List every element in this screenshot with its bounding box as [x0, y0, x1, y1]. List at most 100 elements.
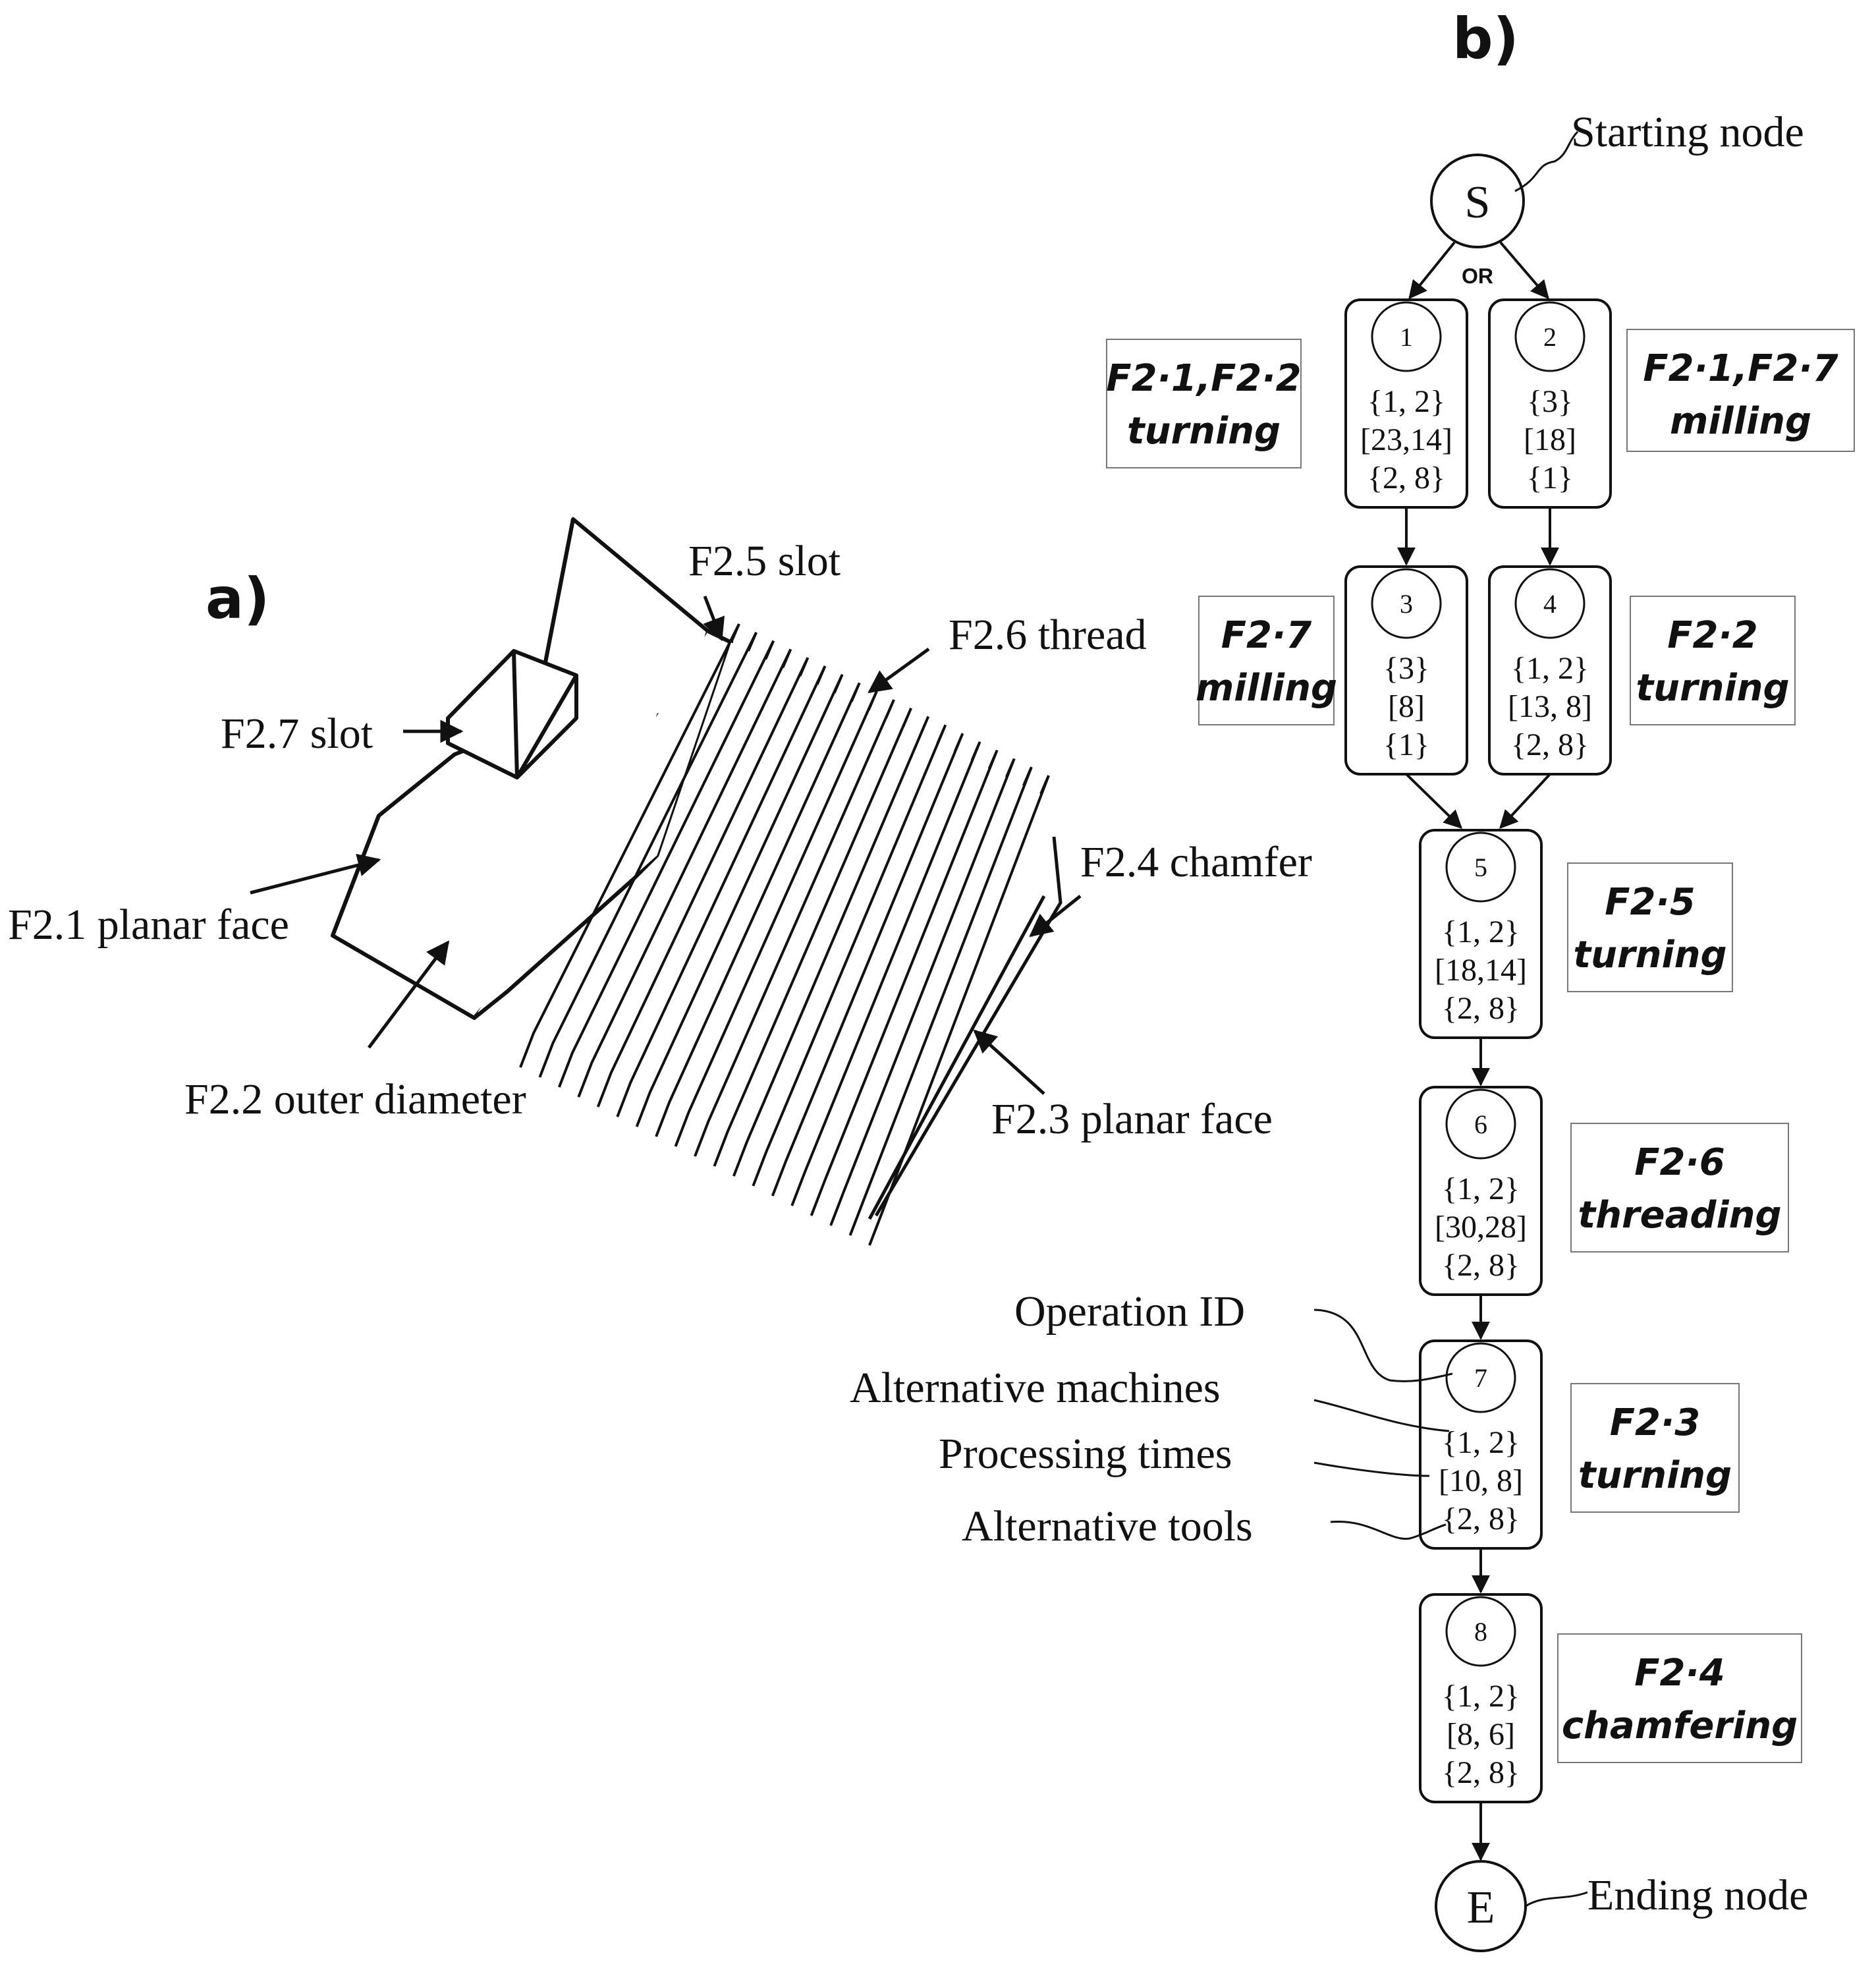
operation-features: F2·4: [1634, 1652, 1724, 1695]
operation-features: F2·7: [1221, 614, 1311, 657]
callout-f26: F2.6 thread: [949, 611, 1147, 659]
operation-machines: {1, 2}: [1442, 1171, 1520, 1206]
operation-machines: {1, 2}: [1442, 1679, 1520, 1714]
edge-s-1: [1408, 241, 1456, 300]
operation-name: turning: [1127, 410, 1281, 453]
thread-crest: [771, 733, 964, 1197]
thread-crest: [790, 741, 981, 1206]
operation-times: [18,14]: [1435, 953, 1527, 988]
thread-crests: [519, 623, 1050, 1246]
end-symbol: E: [1467, 1882, 1495, 1933]
legend-leaders: [1313, 1309, 1453, 1540]
operation-id-circle: [1445, 831, 1516, 903]
operation-name: threading: [1578, 1194, 1781, 1237]
operation-name: turning: [1636, 667, 1789, 710]
or-label: OR: [1462, 264, 1493, 288]
operation-id-circle: [1514, 568, 1586, 639]
operation-tools: {2, 8}: [1367, 461, 1445, 495]
thread-crest: [655, 682, 861, 1137]
operation-id-circle: [1445, 1596, 1516, 1667]
operation-features: F2·5: [1605, 881, 1695, 924]
thread-crest: [713, 707, 912, 1167]
operation-id-circle: [1371, 301, 1442, 372]
panel-b: b) S Starting node OR 1{1, 2}[23,14]{2, …: [850, 6, 1855, 1952]
operation-machines: {3}: [1527, 384, 1573, 419]
callout-f27: F2.7 slot: [221, 710, 373, 758]
operation-machines: {1, 2}: [1442, 1425, 1520, 1460]
thread-crest: [596, 657, 810, 1108]
thread-crest: [616, 665, 827, 1117]
operation-tools: {2, 8}: [1511, 727, 1589, 762]
thread-crest: [635, 673, 844, 1127]
end-caption: Ending node: [1587, 1871, 1808, 1919]
operation-node-3: 3 {3}[8]{1}: [1344, 565, 1468, 775]
start-node: S: [1430, 154, 1525, 248]
operation-machines: {1, 2}: [1367, 384, 1445, 419]
operation-times: [18]: [1524, 422, 1576, 457]
operation-label-6: F2·6 threading: [1570, 1123, 1789, 1253]
operation-machines: {1, 2}: [1442, 915, 1520, 949]
start-caption: Starting node: [1571, 108, 1804, 156]
operation-id: 4: [1543, 589, 1557, 619]
thread-crest: [829, 758, 1016, 1226]
thread-crest: [868, 775, 1050, 1246]
operation-id-circle: [1371, 568, 1442, 639]
operation-id: 3: [1400, 589, 1413, 619]
callout-f23: F2.3 planar face: [991, 1095, 1273, 1143]
thread-crest: [694, 699, 895, 1157]
operation-id-circle: [1445, 1088, 1516, 1160]
operation-nodes: 1{1, 2}[23,14]{2, 8}F2·1,F2·2turning2{3}…: [1106, 298, 1855, 1803]
edge-s-2: [1499, 241, 1549, 300]
operation-node-6: 6 {1, 2} [30,28]{2, 8}: [1419, 1086, 1543, 1296]
operation-label-2: F2·1,F2·7 milling: [1626, 329, 1855, 452]
operation-node-8: 8{1, 2}[8, 6]{2, 8}: [1419, 1593, 1543, 1803]
panel-a-arrows: [250, 596, 1082, 1095]
operation-times: [23,14]: [1360, 422, 1452, 457]
callout-f22: F2.2 outer diameter: [184, 1075, 526, 1123]
operation-times: [8, 6]: [1447, 1717, 1515, 1752]
thread-crest: [538, 631, 758, 1078]
end-node: E: [1435, 1860, 1527, 1952]
thread-crest: [558, 640, 775, 1088]
operation-features: F2·3: [1610, 1401, 1700, 1444]
edge-4-5: [1499, 773, 1551, 830]
callout-f21: F2.1 planar face: [8, 901, 289, 949]
chamfer-f24: [874, 836, 1062, 1217]
operation-node-7: 7{1, 2}[10, 8]{2, 8}: [1419, 1339, 1543, 1550]
operation-times: [30,28]: [1435, 1210, 1527, 1245]
operation-label-8: F2·4 chamfering: [1557, 1633, 1802, 1763]
operation-name: chamfering: [1562, 1704, 1798, 1747]
operation-features: F2·1,F2·7: [1643, 347, 1838, 390]
operation-tools: {2, 8}: [1442, 991, 1520, 1026]
operation-id: 8: [1474, 1617, 1487, 1647]
part-drawing: [331, 517, 733, 1020]
thread-crest: [810, 749, 999, 1216]
operation-label-box: [1570, 1383, 1740, 1513]
operation-machines: {1, 2}: [1511, 651, 1589, 686]
callout-f24: F2.4 chamfer: [1080, 838, 1312, 886]
operation-label-box: [1630, 596, 1796, 725]
operation-name: turning: [1578, 1454, 1732, 1497]
operation-label-box: [1557, 1633, 1802, 1763]
operation-node-2: 2{3}[18]{1}: [1488, 298, 1612, 509]
operation-features: F2·6: [1634, 1141, 1724, 1184]
thread-crest: [752, 724, 947, 1187]
operation-label-box: [1626, 329, 1855, 452]
operation-label-box: [1106, 339, 1302, 468]
operation-tools: {2, 8}: [1442, 1248, 1520, 1283]
operation-tools: {1}: [1383, 727, 1429, 762]
operation-label-box: [1570, 1123, 1789, 1253]
thread-crest: [732, 716, 930, 1177]
operation-times: [8]: [1388, 689, 1425, 724]
operation-name: milling: [1670, 400, 1811, 443]
operation-machines: {3}: [1383, 651, 1429, 686]
thread: [514, 623, 1062, 1246]
edges: [1397, 241, 1559, 1861]
thread-crest: [519, 623, 740, 1068]
thread-crest: [848, 766, 1033, 1236]
operation-id: 6: [1474, 1110, 1487, 1139]
